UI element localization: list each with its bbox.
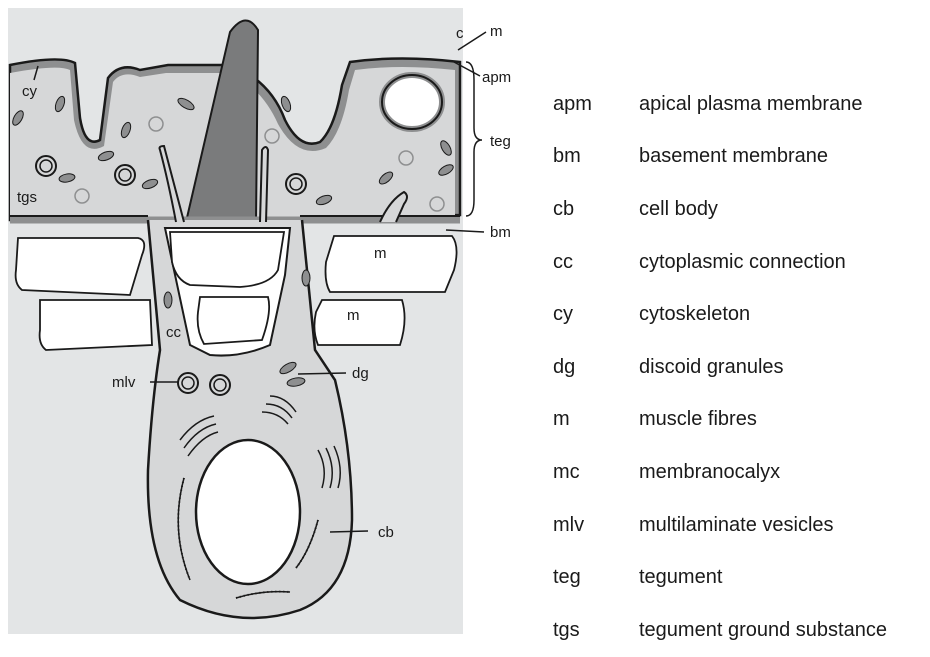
tegument-diagram: c m apm cy teg tgs bm m m cc mlv dg cb xyxy=(0,0,530,642)
tegument-vesicle-1 xyxy=(36,156,56,176)
legend-abbr: mc xyxy=(553,461,639,484)
legend-term: discoid granules xyxy=(639,356,784,379)
muscle-block-left-top xyxy=(16,238,145,295)
label-c: c xyxy=(456,25,464,42)
legend-term: cell body xyxy=(639,198,718,221)
label-dg: dg xyxy=(352,365,369,382)
legend-term: membranocalyx xyxy=(639,461,780,484)
muscle-block-left-bottom xyxy=(40,300,152,350)
legend-term: cytoplasmic connection xyxy=(639,251,846,274)
legend-term: tegument xyxy=(639,566,722,589)
legend-term: muscle fibres xyxy=(639,408,757,431)
label-cy: cy xyxy=(22,83,38,100)
legend-term: tegument ground substance xyxy=(639,619,887,642)
label-cb: cb xyxy=(378,524,394,541)
label-apm: apm xyxy=(482,69,511,86)
legend-abbr: tgs xyxy=(553,619,639,642)
legend-abbr: dg xyxy=(553,356,639,379)
label-bm: bm xyxy=(490,224,511,241)
mlv-vesicle-2 xyxy=(210,375,230,395)
mlv-vesicle-1 xyxy=(178,373,198,393)
legend-abbr: cc xyxy=(553,251,639,274)
legend-term: cytoskeleton xyxy=(639,303,750,326)
label-teg: teg xyxy=(490,133,511,150)
legend-abbr: m xyxy=(553,408,639,431)
nucleus xyxy=(196,440,300,584)
tegument-process-right xyxy=(260,147,268,222)
label-tgs: tgs xyxy=(17,189,37,206)
legend-abbr: teg xyxy=(553,566,639,589)
label-m-right2: m xyxy=(347,307,360,324)
legend-term: multilaminate vesicles xyxy=(639,514,834,537)
label-m-right1: m xyxy=(374,245,387,262)
legend-abbr: bm xyxy=(553,145,639,168)
legend-abbr: cy xyxy=(553,303,639,326)
label-m-top: m xyxy=(490,23,503,40)
tegument-vesicle-2 xyxy=(115,165,135,185)
muscle-block-center-bottom xyxy=(198,297,270,344)
legend-abbr: cb xyxy=(553,198,639,221)
label-mlv: mlv xyxy=(112,374,136,391)
muscle-block-center-top xyxy=(170,232,284,287)
legend-abbr: mlv xyxy=(553,514,639,537)
legend-term: basement membrane xyxy=(639,145,828,168)
legend-term: apical plasma membrane xyxy=(639,93,862,116)
legend-abbr: apm xyxy=(553,93,639,116)
label-cc: cc xyxy=(166,324,182,341)
tegument-vesicle-3 xyxy=(286,174,306,194)
muscle-block-right-top xyxy=(326,236,457,292)
